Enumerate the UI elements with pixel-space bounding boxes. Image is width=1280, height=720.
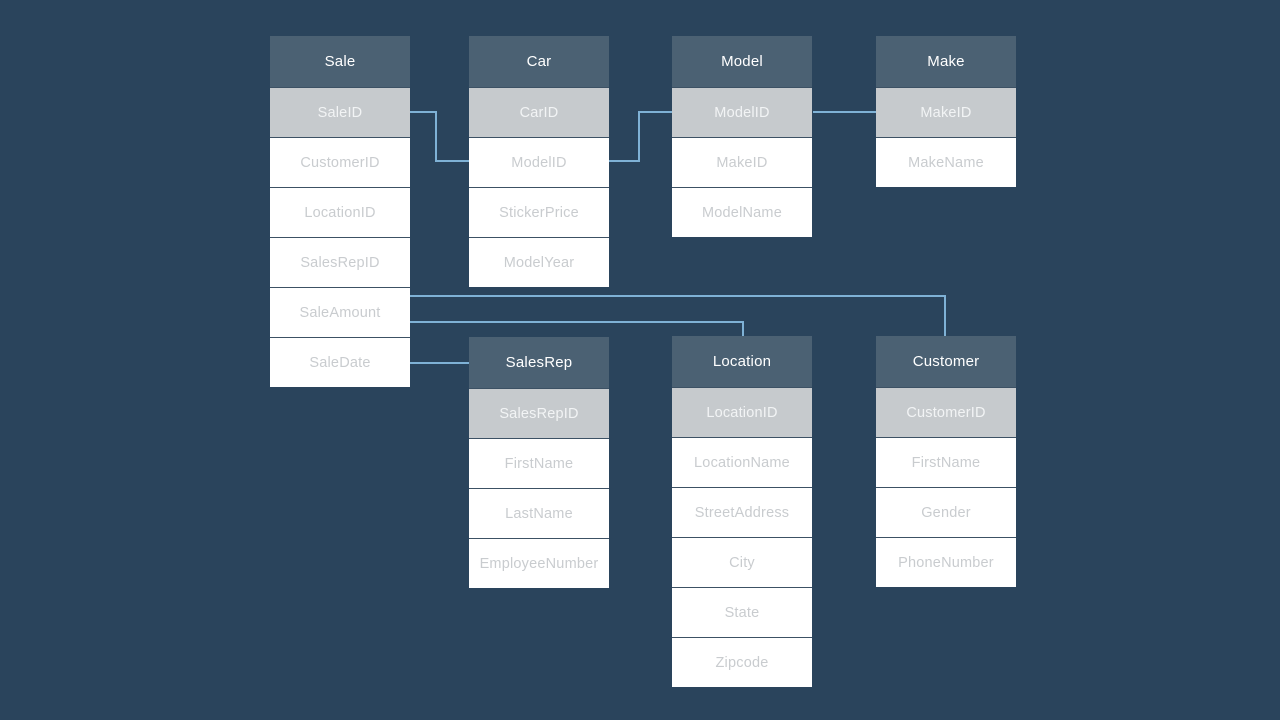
field-row-car[interactable]: ModelYear [469, 237, 609, 287]
field-row-model[interactable]: ModelName [672, 187, 812, 237]
field-row-customer[interactable]: PhoneNumber [876, 537, 1016, 587]
primary-key-row-location[interactable]: LocationID [672, 387, 812, 437]
field-row-model[interactable]: MakeID [672, 137, 812, 187]
relationship-line-sale-customer [410, 295, 946, 337]
relationship-line-car-sale [410, 111, 469, 162]
field-row-location[interactable]: State [672, 587, 812, 637]
primary-key-row-model[interactable]: ModelID [672, 87, 812, 137]
field-row-sale[interactable]: SaleAmount [270, 287, 410, 337]
field-row-sale[interactable]: CustomerID [270, 137, 410, 187]
field-row-sale[interactable]: SalesRepID [270, 237, 410, 287]
entity-title-salesrep: SalesRep [469, 337, 609, 388]
primary-key-row-salesrep[interactable]: SalesRepID [469, 388, 609, 438]
primary-key-row-sale[interactable]: SaleID [270, 87, 410, 137]
entity-title-customer: Customer [876, 336, 1016, 387]
primary-key-row-make[interactable]: MakeID [876, 87, 1016, 137]
field-row-location[interactable]: LocationName [672, 437, 812, 487]
field-row-car[interactable]: StickerPrice [469, 187, 609, 237]
field-row-salesrep[interactable]: FirstName [469, 438, 609, 488]
primary-key-row-customer[interactable]: CustomerID [876, 387, 1016, 437]
field-row-customer[interactable]: Gender [876, 487, 1016, 537]
field-row-sale[interactable]: LocationID [270, 187, 410, 237]
field-row-location[interactable]: StreetAddress [672, 487, 812, 537]
entity-title-model: Model [672, 36, 812, 87]
field-row-customer[interactable]: FirstName [876, 437, 1016, 487]
entity-title-make: Make [876, 36, 1016, 87]
entity-title-location: Location [672, 336, 812, 387]
entity-title-sale: Sale [270, 36, 410, 87]
field-row-salesrep[interactable]: LastName [469, 488, 609, 538]
field-row-car[interactable]: ModelID [469, 137, 609, 187]
field-row-location[interactable]: City [672, 537, 812, 587]
primary-key-row-car[interactable]: CarID [469, 87, 609, 137]
entity-title-car: Car [469, 36, 609, 87]
relationship-line-sale-location [410, 321, 744, 337]
field-row-sale[interactable]: SaleDate [270, 337, 410, 387]
field-row-make[interactable]: MakeName [876, 137, 1016, 187]
relationship-line-car-model [609, 111, 672, 162]
field-row-location[interactable]: Zipcode [672, 637, 812, 687]
field-row-salesrep[interactable]: EmployeeNumber [469, 538, 609, 588]
